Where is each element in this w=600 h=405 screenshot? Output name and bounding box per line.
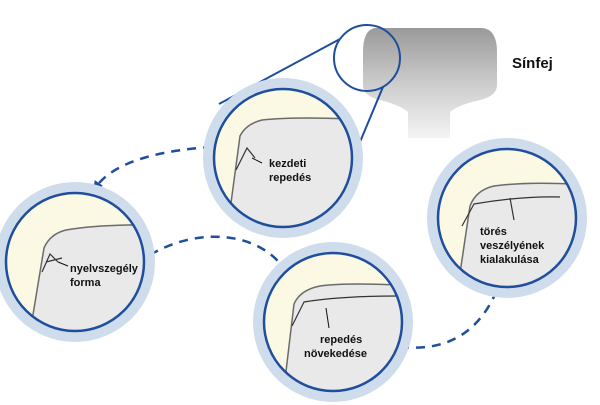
crack-mark <box>291 295 401 327</box>
stage-tongue-lip: nyelvszegély forma <box>0 182 155 342</box>
arrow-top-to-left <box>93 145 213 192</box>
stage-label-line-1: nyelvszegély <box>70 263 139 275</box>
stage-label-line-1: kezdeti <box>269 158 306 170</box>
arrow-left-to-bottom <box>149 235 287 271</box>
stage-label-line-2: repedés <box>269 172 311 184</box>
stage-fracture-risk: törés veszélyének kialakulása <box>427 138 587 298</box>
rail-head-label: Sínfej <box>512 55 553 72</box>
stage-label-line-1: törés <box>480 226 507 238</box>
arrow-bottom-to-right <box>399 285 500 349</box>
rail-head-shape <box>363 28 497 138</box>
stage-label-line-2: növekedése <box>304 348 367 360</box>
crack-mark <box>235 146 256 171</box>
stage-initial-crack: kezdeti repedés <box>203 78 363 238</box>
crack-mark <box>41 252 63 273</box>
stage-label-line-1: repedés <box>320 334 362 346</box>
stage-label-line-2: forma <box>70 277 101 289</box>
stage-label-line-2: veszélyének <box>480 240 545 252</box>
crack-mark <box>461 196 561 227</box>
stage-label-line-3: kialakulása <box>480 254 540 266</box>
magnifier-circle <box>333 24 401 92</box>
stage-crack-growth: repedés növekedése <box>253 242 413 402</box>
